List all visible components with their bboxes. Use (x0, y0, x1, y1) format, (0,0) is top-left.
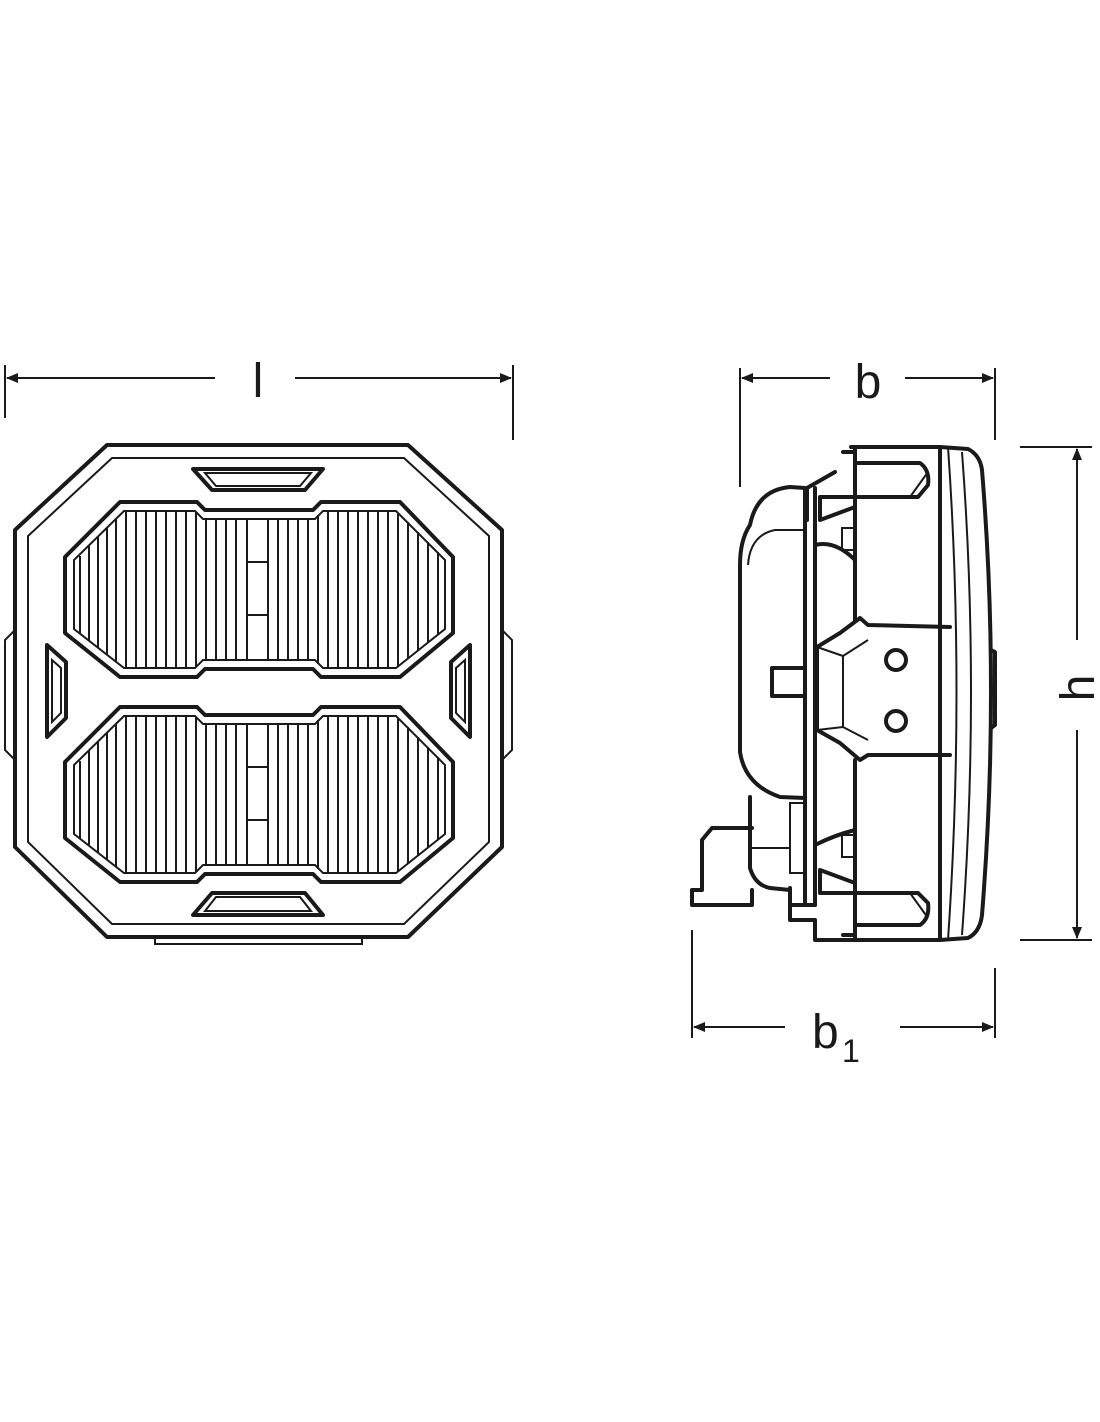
overall-width-label: b (812, 1006, 839, 1059)
dimension-width: b (739, 356, 996, 487)
dimension-overall-width: b 1 (691, 930, 996, 1069)
side-view (690, 445, 997, 942)
lens-window-bottom (63, 705, 455, 884)
overall-width-subscript: 1 (842, 1033, 860, 1069)
dimension-height: h (1020, 446, 1100, 941)
front-view (4, 443, 513, 945)
dimension-length: l (4, 355, 514, 440)
height-label: h (1052, 675, 1100, 702)
lens-ribs-top (79, 512, 439, 667)
width-label: b (855, 356, 882, 409)
lens-window-top (63, 500, 455, 679)
length-label: l (253, 355, 264, 408)
